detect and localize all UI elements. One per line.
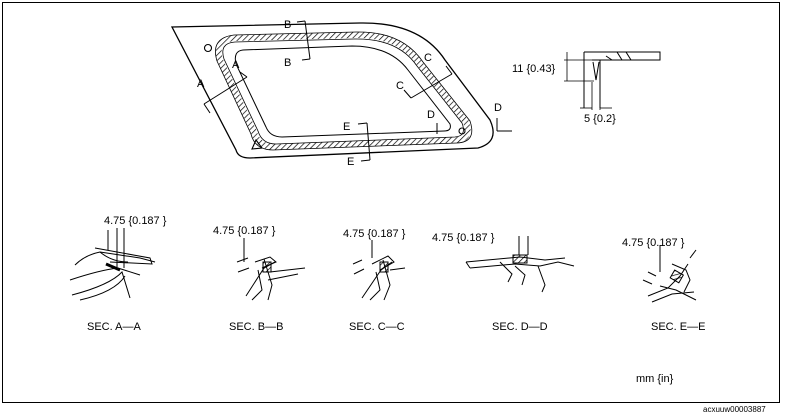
section-b-drawing (236, 238, 306, 301)
section-a-title: SEC. A—A (87, 321, 141, 333)
cut-label-e-bottom: E (347, 156, 355, 168)
detail-view-drawing (564, 51, 661, 110)
document-id: acxuuw00003887 (703, 405, 766, 414)
section-a-drawing (69, 228, 156, 301)
quarter-window-glass (170, 22, 494, 159)
cut-label-e-top: E (343, 121, 351, 133)
cut-label-a-top: A (197, 78, 205, 90)
cut-label-a-bottom: A (232, 59, 240, 71)
section-e-title: SEC. E—E (651, 321, 706, 333)
units-note: mm {in} (636, 373, 674, 385)
section-c-title: SEC. C—C (349, 321, 405, 333)
section-b-title: SEC. B—B (229, 321, 284, 333)
section-b-dimension: 4.75 {0.187 } (213, 225, 276, 237)
section-e-dimension: 4.75 {0.187 } (622, 237, 685, 249)
detail-width-dimension: 5 {0.2} (584, 113, 616, 125)
section-cut-lines (203, 20, 512, 162)
cut-label-b-bottom: B (284, 57, 292, 69)
section-a-dimension: 4.75 {0.187 } (104, 215, 167, 227)
cut-label-d-top: D (494, 102, 502, 114)
detail-height-dimension: 11 {0.43} (512, 63, 556, 75)
cut-label-c-top: C (424, 52, 432, 64)
section-d-title: SEC. D—D (492, 321, 548, 333)
section-d-drawing (465, 236, 575, 293)
section-d-dimension: 4.75 {0.187 } (432, 232, 495, 244)
cut-label-d-bottom: D (427, 109, 435, 121)
cut-label-c-bottom: C (396, 80, 404, 92)
section-c-drawing (352, 240, 406, 301)
diagram-frame (2, 2, 780, 403)
section-c-dimension: 4.75 {0.187 } (343, 228, 406, 240)
section-e-drawing (642, 245, 697, 303)
cut-label-b-top: B (284, 19, 292, 31)
